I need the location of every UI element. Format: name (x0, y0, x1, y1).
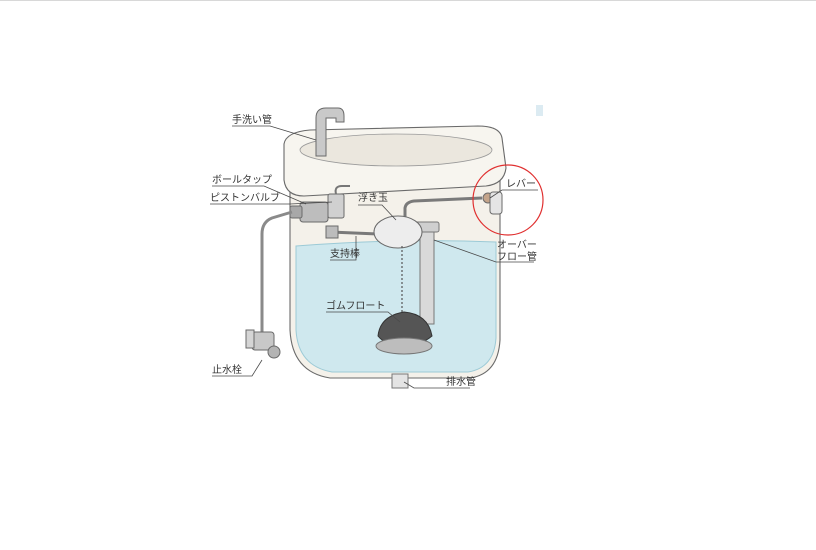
drain-pipe (392, 374, 408, 388)
label-support-rod: 支持棒 (330, 247, 360, 260)
lid-basin (300, 134, 492, 166)
overflow-pipe (420, 232, 434, 324)
stop-valve-knob (268, 346, 280, 358)
label-rubber-float: ゴムフロート (326, 299, 385, 312)
label-hand-wash-pipe: 手洗い管 (232, 113, 272, 126)
ball-tap-body (300, 202, 328, 222)
flush-valve-seat (376, 338, 432, 354)
label-float-ball: 浮き玉 (358, 192, 388, 204)
lever-handle (490, 192, 502, 214)
support-rod-clamp (326, 226, 338, 238)
corner-marker (536, 105, 543, 116)
label-lever: レバー (506, 178, 536, 190)
label-overflow-pipe-line1: オーバー (497, 239, 537, 251)
label-piston-valve: ピストンバルブ (210, 191, 280, 204)
piston-valve (328, 194, 344, 218)
label-overflow-pipe-line2: フロー管 (497, 250, 537, 263)
label-ball-tap: ボールタップ (212, 174, 272, 186)
stop-valve-pipe (246, 330, 254, 348)
supply-pipe (262, 212, 292, 336)
label-drain-pipe: 排水管 (446, 375, 476, 388)
label-stop-valve: 止水栓 (212, 363, 242, 376)
float-ball (374, 216, 422, 248)
